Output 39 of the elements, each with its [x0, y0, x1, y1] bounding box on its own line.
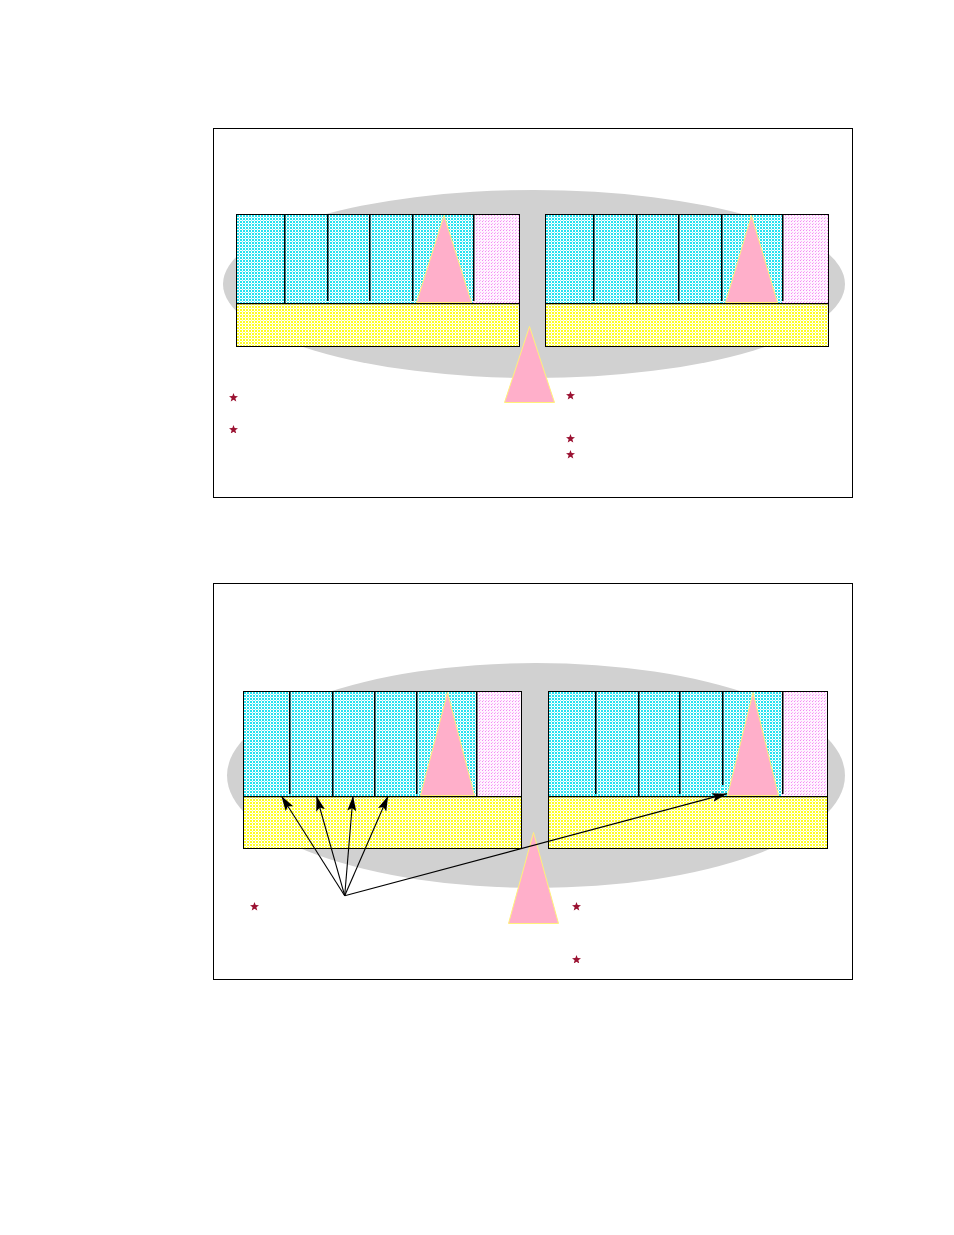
base-bar [549, 796, 827, 848]
segmented-block [243, 691, 522, 849]
column-cell [679, 692, 722, 796]
column-cell [678, 215, 721, 303]
base-bar [237, 303, 519, 346]
end-column-cell [473, 215, 519, 303]
end-column-cell [782, 215, 828, 303]
arrow [344, 793, 728, 897]
arrow [280, 795, 346, 897]
triangle [504, 326, 555, 403]
triangle [508, 832, 559, 924]
column-cell [284, 215, 327, 303]
column-cell [636, 215, 678, 303]
column-cell [595, 692, 638, 796]
end-column-cell [476, 692, 521, 796]
panel-frame [213, 583, 853, 980]
column-cell [237, 215, 284, 303]
column-cell [327, 215, 369, 303]
end-column-cell [782, 692, 827, 796]
background-ellipse [223, 190, 845, 378]
column-cell [549, 692, 595, 796]
column-cell [638, 692, 679, 796]
arrow [315, 795, 346, 897]
column-cell [332, 692, 374, 796]
column-cell [289, 692, 332, 796]
column-cell [244, 692, 289, 796]
column-cell [369, 215, 412, 303]
base-bar [546, 303, 828, 346]
segmented-block [236, 214, 520, 347]
arrow [344, 795, 357, 897]
background-ellipse [227, 663, 845, 888]
column-cell [593, 215, 636, 303]
segmented-block [548, 691, 828, 849]
arrow [344, 795, 389, 897]
column-cell [374, 692, 416, 796]
base-bar [244, 796, 521, 848]
column-cell [546, 215, 593, 303]
segmented-block [545, 214, 829, 347]
panel-frame [213, 128, 853, 498]
